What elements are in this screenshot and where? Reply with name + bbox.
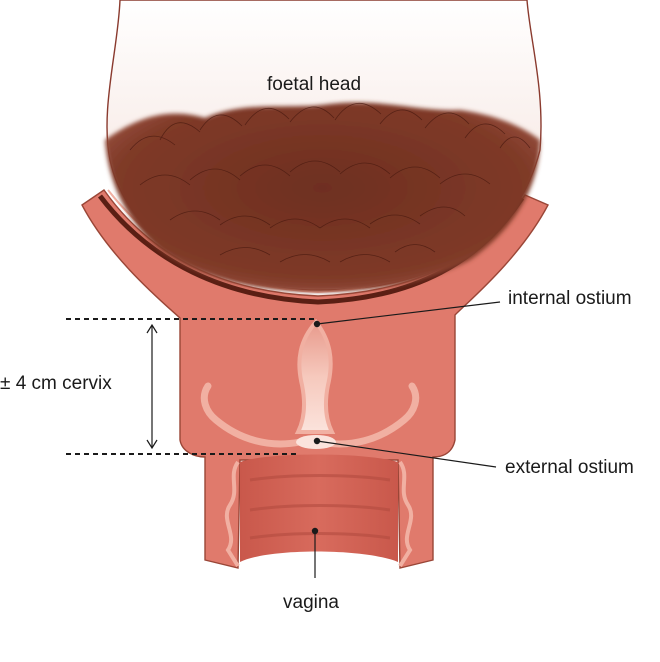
- cervical-canal: [294, 318, 336, 434]
- right-fornix: [316, 382, 420, 448]
- cervix-length-arrow: [146, 323, 158, 450]
- label-foetal-head: foetal head: [267, 74, 362, 95]
- internal-ostium-leader: [316, 301, 501, 325]
- left-fornix: [200, 382, 304, 448]
- foetal-hair: [105, 102, 540, 292]
- hair-strands: [129, 103, 531, 263]
- label-vagina: vagina: [283, 592, 339, 613]
- external-ostium-leader: [316, 440, 497, 468]
- label-external-ostium: external ostium: [505, 457, 634, 478]
- vagina-right-wall: [398, 460, 414, 568]
- label-cervix-length: ± 4 cm cervix: [0, 373, 112, 394]
- label-internal-ostium: internal ostium: [508, 288, 632, 309]
- vagina-left-wall: [224, 460, 240, 568]
